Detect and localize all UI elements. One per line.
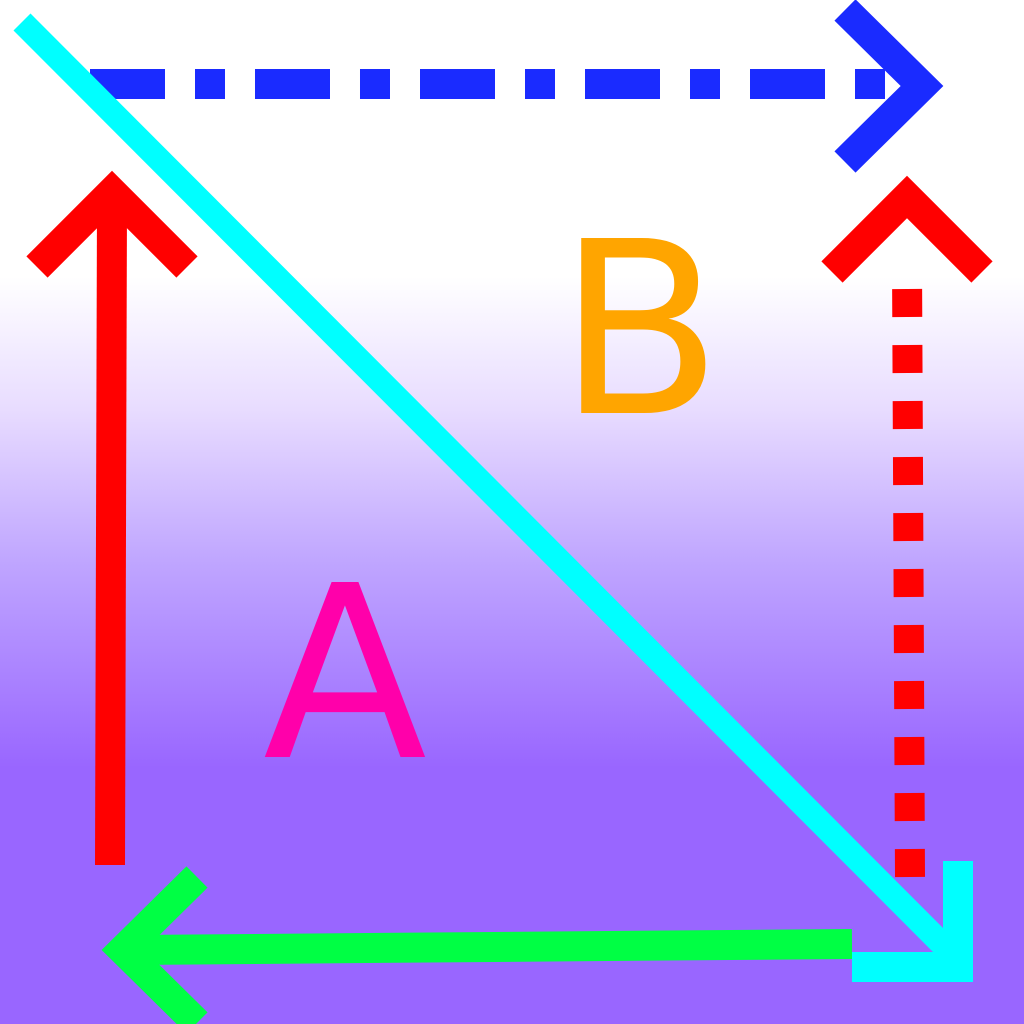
bottom-arrow [101, 866, 853, 1024]
label-b: B [558, 190, 723, 470]
bottom-arrow-shaft [129, 929, 853, 965]
right-arrow [821, 175, 993, 878]
right-arrow-shaft [892, 261, 925, 878]
diagonal-arrow-shaft [13, 13, 961, 963]
diagonal-arrow-head [852, 861, 973, 982]
top-arrow [90, 0, 944, 173]
left-arrow-head [26, 170, 198, 278]
diagonal-arrow [13, 13, 973, 982]
bottom-arrow-head [101, 866, 208, 1024]
right-arrow-head [821, 175, 993, 283]
left-arrow [26, 170, 198, 866]
top-arrow-head [834, 0, 944, 173]
label-a: A [263, 534, 427, 814]
left-arrow-shaft [95, 199, 127, 866]
